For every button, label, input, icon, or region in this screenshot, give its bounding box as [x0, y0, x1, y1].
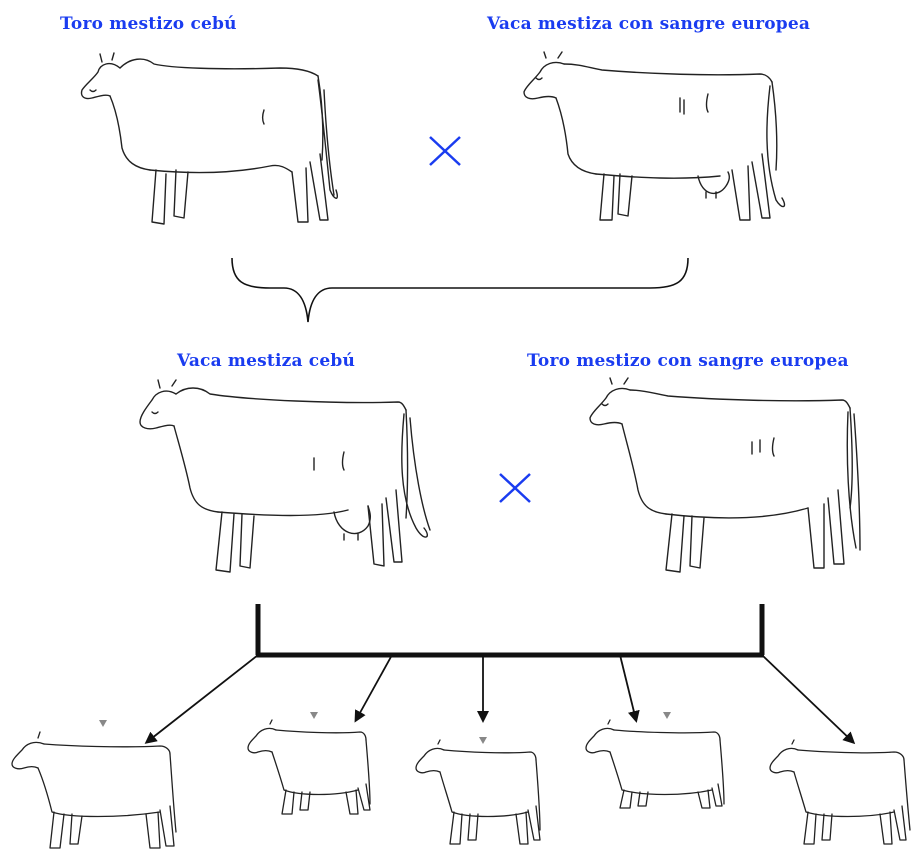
arrow-calf-4 — [619, 654, 640, 723]
calf-markers — [99, 712, 671, 744]
label-european-bull: Toro mestizo con sangre europea — [527, 351, 849, 371]
arrow-calf-5 — [761, 654, 856, 745]
zebu-cow-illustration — [139, 379, 431, 573]
arrow-calf-1 — [144, 654, 259, 744]
curly-brace — [231, 257, 689, 323]
arrow-calf-2 — [354, 654, 393, 723]
european-bull-illustration — [589, 377, 861, 573]
label-zebu-cow: Vaca mestiza cebú — [177, 351, 356, 371]
cross-symbol-top — [429, 136, 461, 166]
label-zebu-bull: Toro mestizo cebú — [60, 14, 237, 34]
calf-3-illustration — [415, 739, 541, 845]
calf-2-illustration — [247, 719, 371, 815]
label-european-cow: Vaca mestiza con sangre europea — [487, 14, 811, 34]
calf-4-illustration — [585, 719, 725, 809]
calf-1-illustration — [11, 731, 177, 849]
calf-5-illustration — [769, 739, 911, 845]
cross-symbol-middle — [499, 473, 531, 503]
zebu-bull-illustration — [80, 52, 339, 225]
offspring-bracket — [255, 604, 765, 658]
european-cow-illustration — [523, 51, 786, 221]
